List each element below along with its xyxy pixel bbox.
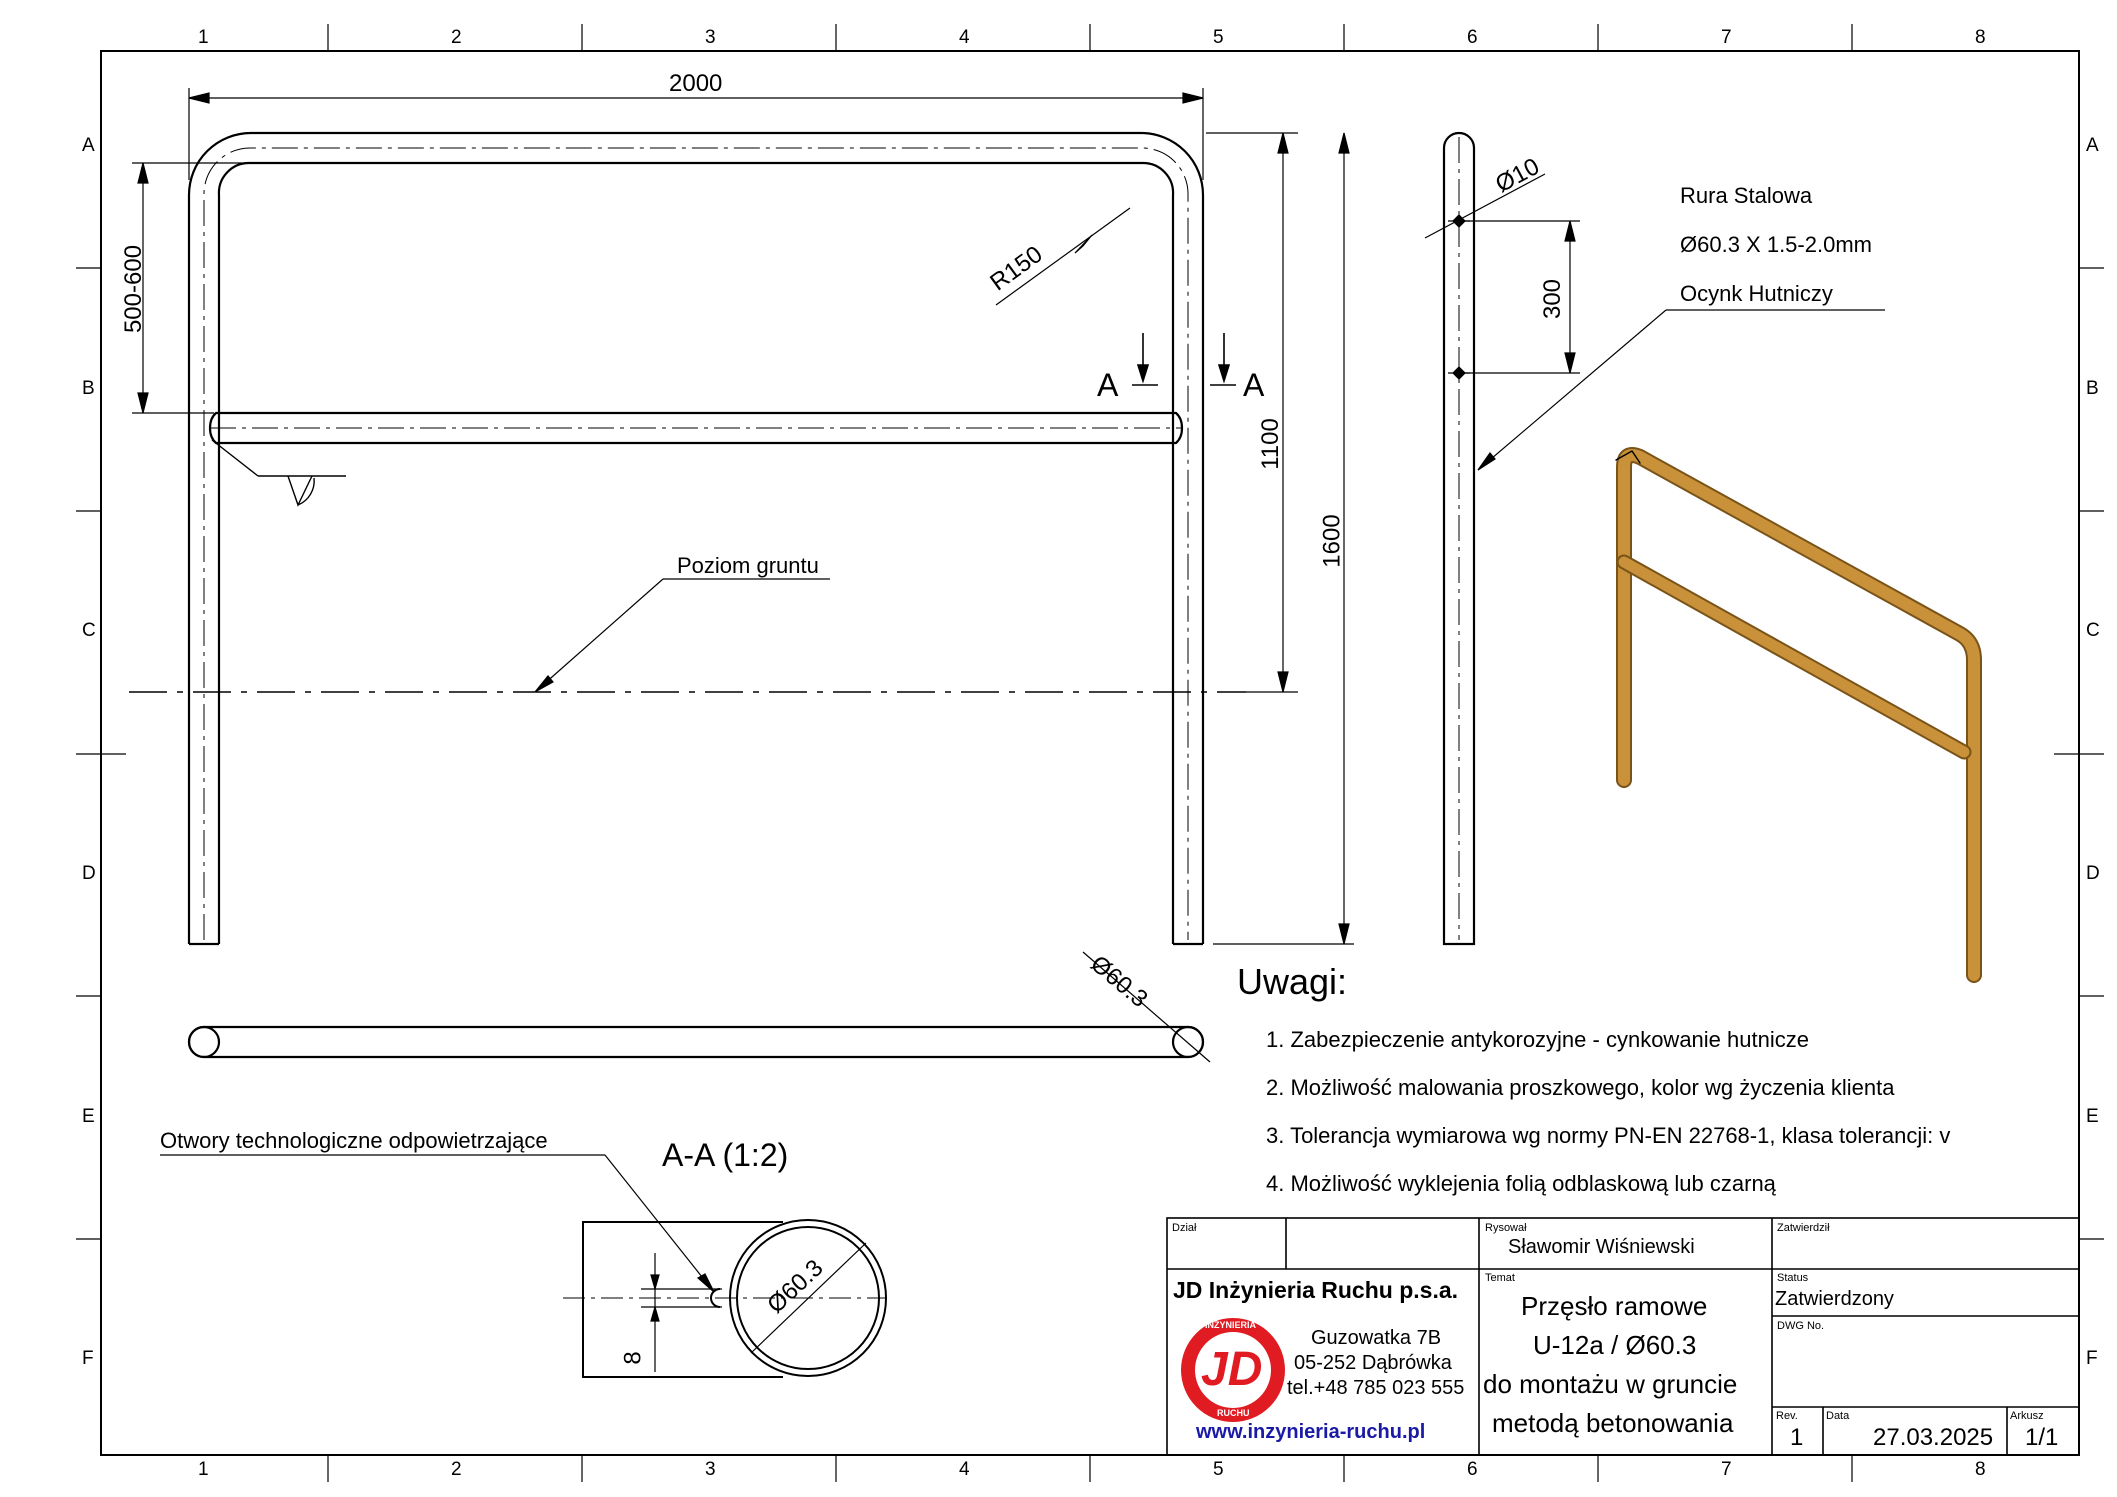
tb-temat-line-3: do montażu w gruncie — [1483, 1369, 1738, 1399]
dim-1100-1600 — [1206, 132, 1354, 945]
grid-row-c-right: C — [2086, 620, 2100, 641]
tb-temat-label: Temat — [1485, 1272, 1515, 1284]
grid-col-2-bottom: 2 — [451, 1459, 462, 1480]
grid-col-4-top: 4 — [959, 27, 970, 48]
logo-mid-text: JD — [1201, 1343, 1263, 1396]
note-item-3: 3. Tolerancja wymiarowa wg normy PN-EN 2… — [1266, 1123, 1951, 1148]
grid-col-4-bottom: 4 — [959, 1459, 970, 1480]
logo-bottom-text: RUCHU — [1217, 1408, 1250, 1418]
ground-leader — [534, 578, 830, 693]
note-item-1: 1. Zabezpieczenie antykorozyjne - cynkow… — [1266, 1027, 1809, 1052]
grid-row-f-right: F — [2086, 1348, 2098, 1369]
grid-col-6-top: 6 — [1467, 27, 1478, 48]
tb-temat-line-1: Przęsło ramowe — [1521, 1291, 1708, 1321]
note-item-2: 2. Możliwość malowania proszkowego, kolo… — [1266, 1075, 1895, 1100]
grid-col-3-top: 3 — [705, 27, 716, 48]
notes-title: Uwagi: — [1237, 961, 1348, 1002]
tb-sheet-value: 1/1 — [2025, 1424, 2059, 1451]
grid-col-6-bottom: 6 — [1467, 1459, 1478, 1480]
ground-level-label: Poziom gruntu — [677, 553, 819, 578]
dim-d10 — [1424, 173, 1546, 239]
section-mark-right: A — [1243, 367, 1265, 403]
grid-col-3-bottom: 3 — [705, 1459, 716, 1480]
front-centerlines — [203, 147, 1189, 940]
tb-phone: tel.+48 785 023 555 — [1287, 1377, 1465, 1399]
tb-sheet-label: Arkusz — [2010, 1410, 2044, 1422]
tb-dzial-label: Dział — [1172, 1222, 1197, 1234]
grid-row-e-left: E — [82, 1106, 95, 1127]
tb-rysowal-value: Sławomir Wiśniewski — [1508, 1236, 1695, 1258]
dim-1600-label: 1600 — [1318, 514, 1346, 568]
sheet-frame — [100, 50, 2080, 1456]
front-view — [187, 131, 1205, 946]
grid-ticks — [76, 24, 2104, 1482]
grid-row-d-left: D — [82, 863, 96, 884]
tb-rev-value: 1 — [1790, 1424, 1804, 1451]
tb-status-label: Status — [1777, 1272, 1809, 1284]
grid-row-b-left: B — [82, 378, 95, 399]
company-logo: INŻYNIERIA JD RUCHU — [1181, 1318, 1285, 1422]
dim-r150 — [995, 207, 1131, 306]
weld-symbol — [211, 439, 346, 507]
tb-dwg-label: DWG No. — [1777, 1320, 1825, 1332]
isometric-view — [1615, 447, 1982, 983]
tb-rysowal-label: Rysował — [1485, 1222, 1527, 1234]
dim-section-8 — [641, 1242, 867, 1372]
pipe-spec-label: Ø60.3 X 1.5-2.0mm — [1680, 232, 1872, 257]
grid-row-f-left: F — [82, 1348, 94, 1369]
grid-row-d-right: D — [2086, 863, 2100, 884]
grid-row-b-right: B — [2086, 378, 2099, 399]
grid-col-7-top: 7 — [1721, 27, 1732, 48]
dim-300 — [1464, 220, 1580, 374]
grid-col-2-top: 2 — [451, 27, 462, 48]
tb-rev-label: Rev. — [1776, 1410, 1798, 1422]
dim-upper-height-label: 500-600 — [120, 244, 148, 334]
grid-row-a-left: A — [82, 135, 95, 156]
dim-pipe-d — [1082, 951, 1211, 1063]
vent-holes-label: Otwory technologiczne odpowietrzające — [160, 1128, 548, 1153]
dim-width-label: 2000 — [669, 70, 723, 97]
pipe-title-label: Rura Stalowa — [1680, 183, 1813, 208]
section-view — [563, 1219, 887, 1378]
galv-leader — [1477, 309, 1885, 471]
tb-address-1: Guzowatka 7B — [1311, 1327, 1442, 1349]
dim-500-600 — [132, 162, 248, 414]
grid-col-5-top: 5 — [1213, 27, 1224, 48]
tb-date-value: 27.03.2025 — [1873, 1424, 1994, 1451]
grid-col-1-top: 1 — [198, 27, 209, 48]
section-mark-left: A — [1097, 367, 1119, 403]
grid-col-8-bottom: 8 — [1975, 1459, 1986, 1480]
grid-row-c-left: C — [82, 620, 96, 641]
logo-inner — [1195, 1332, 1271, 1408]
grid-col-5-bottom: 5 — [1213, 1459, 1224, 1480]
galvanized-label: Ocynk Hutniczy — [1680, 281, 1833, 306]
top-view — [187, 1025, 1205, 1059]
note-item-4: 4. Możliwość wyklejenia folią odblaskową… — [1266, 1171, 1776, 1196]
grid-col-8-top: 8 — [1975, 27, 1986, 48]
tb-address-2: 05-252 Dąbrówka — [1294, 1352, 1452, 1374]
dim-1100-label: 1100 — [1256, 418, 1284, 470]
tb-date-label: Data — [1826, 1410, 1850, 1422]
section-title: A-A (1:2) — [662, 1137, 789, 1173]
dim-2000 — [188, 88, 1204, 180]
tb-company: JD Inżynieria Ruchu p.s.a. — [1173, 1277, 1459, 1303]
grid-col-1-bottom: 1 — [198, 1459, 209, 1480]
tb-temat-line-2: U-12a / Ø60.3 — [1533, 1330, 1697, 1360]
grid-col-7-bottom: 7 — [1721, 1459, 1732, 1480]
tb-temat-line-4: metodą betonowania — [1492, 1408, 1734, 1438]
vent-leader — [160, 1154, 715, 1293]
title-block-lines — [1166, 1217, 2080, 1456]
section-hole-label: 8 — [619, 1351, 647, 1365]
side-view — [1442, 131, 1476, 946]
section-marks — [1132, 333, 1236, 386]
tb-status-value: Zatwierdzony — [1775, 1288, 1894, 1310]
tb-zatwierdzil-label: Zatwierdził — [1777, 1222, 1830, 1234]
logo-top-text: INŻYNIERIA — [1205, 1320, 1257, 1330]
grid-row-a-right: A — [2086, 135, 2099, 156]
tb-website[interactable]: www.inzynieria-ruchu.pl — [1196, 1421, 1426, 1443]
dim-spacing-label: 300 — [1539, 278, 1567, 320]
grid-row-e-right: E — [2086, 1106, 2099, 1127]
